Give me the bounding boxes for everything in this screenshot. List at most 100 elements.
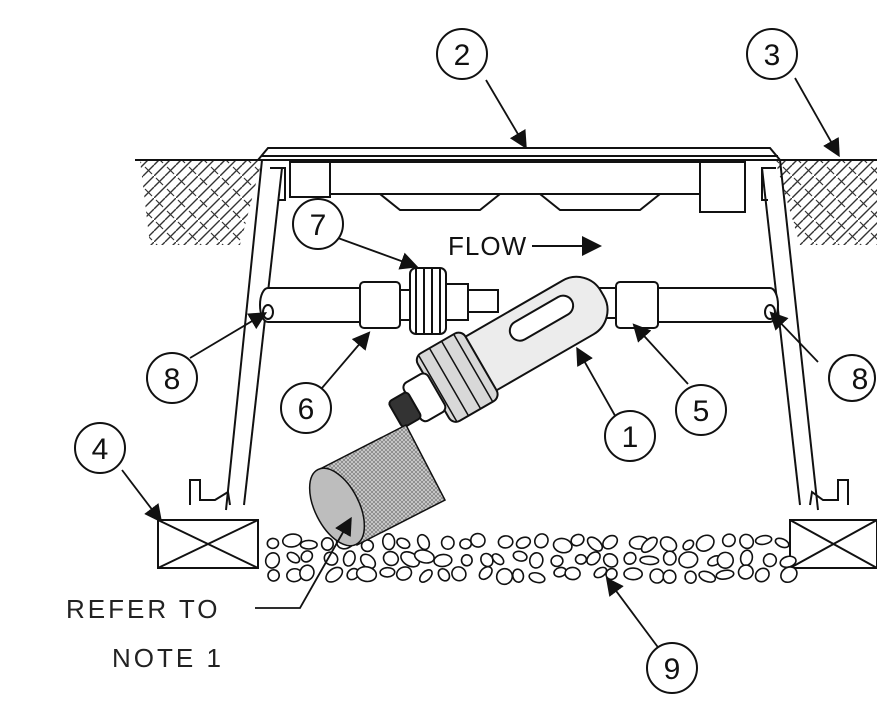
svg-text:1: 1 xyxy=(622,421,639,454)
gravel-stone xyxy=(739,549,754,567)
gravel-stone xyxy=(684,570,697,584)
gravel-stone xyxy=(355,565,378,583)
gravel-stone xyxy=(602,552,619,568)
gravel-stone xyxy=(586,551,601,566)
callout-5: 5 xyxy=(675,384,727,436)
gravel-stone xyxy=(586,536,604,552)
gravel-stone xyxy=(325,566,344,583)
callout-8-left: 8 xyxy=(146,352,198,404)
gravel-stone xyxy=(528,552,544,569)
gravel-stone xyxy=(716,551,734,569)
gravel-stone xyxy=(695,534,715,552)
coupling-left xyxy=(359,281,410,329)
disc-filter xyxy=(388,275,609,428)
gravel-stone xyxy=(381,533,396,551)
gravel-stone xyxy=(737,564,754,580)
gravel-stone xyxy=(780,566,798,584)
gravel-stone xyxy=(715,569,735,580)
gravel-stone xyxy=(512,550,528,562)
gravel-stone xyxy=(396,537,411,550)
gravel-stone xyxy=(451,566,467,582)
callout-3: 3 xyxy=(746,28,798,80)
gravel-stone xyxy=(640,536,658,554)
gravel-stone xyxy=(478,565,493,581)
gravel-stone xyxy=(754,567,770,583)
gravel-stone xyxy=(774,537,790,549)
pipe-right xyxy=(597,281,779,329)
gravel-stone xyxy=(623,567,643,581)
callout-2: 2 xyxy=(436,28,488,80)
gravel-stone xyxy=(299,539,318,550)
svg-text:3: 3 xyxy=(764,39,781,72)
gravel-stone xyxy=(440,535,455,550)
note-text-line2: NOTE 1 xyxy=(112,643,224,673)
gravel-stone xyxy=(267,569,280,582)
gravel-stone xyxy=(649,568,665,584)
soil-left xyxy=(135,159,262,245)
gravel-stone xyxy=(698,570,717,583)
svg-text:2: 2 xyxy=(454,39,471,72)
callout-7: 7 xyxy=(292,198,344,250)
gravel-stone xyxy=(533,533,549,549)
gravel-stone xyxy=(470,532,486,548)
gravel-stone xyxy=(682,539,695,551)
callout-4: 4 xyxy=(74,422,126,474)
filter-screen-mesh xyxy=(308,423,447,547)
brick-support-right xyxy=(789,519,877,569)
gravel-stone xyxy=(264,552,281,569)
gravel-stone xyxy=(552,537,573,554)
gravel-stone xyxy=(511,568,525,583)
gravel-stone xyxy=(433,553,453,568)
gravel-stone xyxy=(662,550,677,566)
callout-8-right: 8 xyxy=(828,354,876,402)
valve-box-lid xyxy=(255,147,783,213)
svg-text:8: 8 xyxy=(852,363,869,396)
gravel-stone xyxy=(550,554,564,568)
gravel-stone xyxy=(286,551,301,564)
pipe-left xyxy=(259,287,371,323)
gravel-stone xyxy=(528,571,546,584)
svg-text:8: 8 xyxy=(164,363,181,396)
gravel-stone xyxy=(662,569,677,584)
gravel-stone xyxy=(382,550,400,567)
gravel-stone xyxy=(564,566,581,581)
soil-right xyxy=(775,159,877,245)
svg-text:6: 6 xyxy=(298,393,315,426)
svg-text:7: 7 xyxy=(310,209,327,242)
gravel-stone xyxy=(754,534,773,546)
callout-6: 6 xyxy=(280,382,332,434)
callout-leaders xyxy=(121,77,840,651)
gravel-stone xyxy=(299,564,315,582)
gravel-stone xyxy=(639,555,660,566)
valve-box-body xyxy=(189,159,849,511)
union-nut xyxy=(409,267,499,335)
gravel-stone xyxy=(721,533,736,548)
gravel-stone xyxy=(570,533,585,547)
brick-support-left xyxy=(157,519,259,569)
gravel-stone xyxy=(379,566,396,578)
flow-label: FLOW xyxy=(448,231,527,261)
gravel-stone xyxy=(323,551,339,566)
svg-text:5: 5 xyxy=(693,395,710,428)
gravel-stone xyxy=(491,553,505,566)
gravel-stone xyxy=(623,551,637,566)
callout-9: 9 xyxy=(646,642,698,694)
svg-text:4: 4 xyxy=(92,433,109,466)
gravel-stone xyxy=(459,538,473,550)
callout-1: 1 xyxy=(604,410,656,462)
gravel-stone xyxy=(320,537,335,551)
gravel-stone xyxy=(762,553,778,568)
gravel-stone xyxy=(342,550,356,567)
gravel-stone xyxy=(395,566,413,581)
gravel-stone xyxy=(437,567,451,582)
gravel-stone xyxy=(460,554,473,567)
gravel-stone xyxy=(418,569,433,583)
gravel-stone xyxy=(300,550,314,563)
gravel-stone xyxy=(678,551,699,569)
gravel-stone xyxy=(739,533,755,550)
svg-text:9: 9 xyxy=(664,653,681,686)
gravel-stone xyxy=(281,533,303,548)
gravel-stone xyxy=(416,533,431,551)
